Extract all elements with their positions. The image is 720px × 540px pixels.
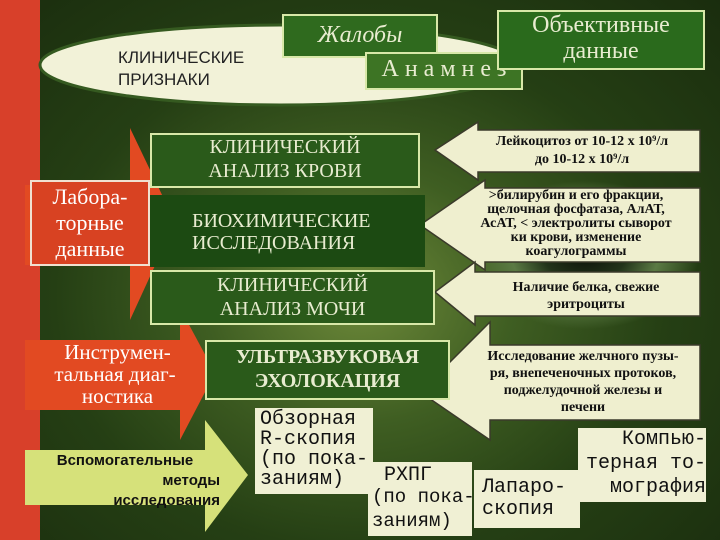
ct-line1: Компью-: [621, 428, 706, 451]
aux-arrow-shape: [25, 420, 248, 532]
bili-line4: ки крови, изменение: [510, 230, 642, 245]
aux-line1: Вспомогательные: [56, 452, 194, 469]
protein-line2: эритроциты: [547, 297, 625, 312]
ercp-line1: РХПГ: [384, 464, 433, 487]
xray-line4: заниям): [260, 468, 345, 491]
leuko-arrow-shape: [433, 120, 701, 182]
lab-line3: данные: [55, 236, 125, 261]
leuko-line1: Лейкоцитоз от 10-12 х 10⁹/л: [495, 134, 669, 149]
bili-line3: АсАТ, < электролиты сыворот: [480, 216, 672, 231]
gall-arrow-shape: [418, 320, 701, 442]
ct-box: [578, 428, 706, 502]
urine-line2: АНАЛИЗ МОЧИ: [219, 298, 366, 320]
lab-line1: Лабора-: [52, 184, 128, 209]
bili-arrow-shape: [418, 178, 701, 272]
ultrasound-line2: ЭХОЛОКАЦИЯ: [254, 370, 401, 392]
lab-line2: торные: [56, 210, 124, 235]
biochem-line2: ИССЛЕДОВАНИЯ: [192, 232, 356, 254]
complaints-label: Жалобы: [317, 22, 403, 48]
biochem-line1: БИОХИМИЧЕСКИЕ: [192, 210, 371, 232]
urine-analysis-box: [150, 270, 435, 325]
blood-analysis-box: [150, 133, 420, 188]
instr-line2: тальная диаг-: [54, 362, 176, 386]
protein-arrow-shape: [433, 260, 701, 327]
complaints-box: [282, 14, 438, 58]
ercp-line3: заниям): [372, 510, 452, 532]
objective-line1: Объективные: [532, 12, 670, 38]
clinical-signs-line1: КЛИНИЧЕСКИЕ: [118, 48, 245, 67]
xray-line3: (по пока-: [260, 448, 369, 471]
ultrasound-box: [205, 340, 450, 400]
laparoscopy-box: [474, 470, 580, 528]
urine-line1: КЛИНИЧЕСКИЙ: [216, 274, 368, 296]
blood-line1: КЛИНИЧЕСКИЙ: [209, 136, 361, 158]
lap-line1: Лапаро-: [482, 476, 567, 499]
objective-line2: данные: [563, 38, 639, 64]
bili-line2: щелочная фосфатаза, АлАТ,: [487, 202, 665, 217]
aux-line2: методы: [162, 472, 220, 489]
xray-box: [255, 408, 373, 494]
objective-box: [497, 10, 705, 70]
bili-line1: >билирубин и его фракции,: [488, 188, 664, 203]
gall-line4: печени: [560, 400, 606, 415]
instr-line1: Инструмен-: [64, 340, 171, 364]
lab-label-box: [30, 180, 150, 266]
ercp-line2: (по пока-: [372, 486, 475, 508]
gall-line1: Исследование желчного пузы-: [487, 349, 679, 364]
blood-line2: АНАЛИЗ КРОВИ: [208, 160, 362, 182]
lap-line2: скопия: [482, 498, 555, 521]
xray-line2: R-скопия: [260, 428, 357, 451]
leuko-line2: до 10-12 х 10⁹/л: [534, 152, 630, 167]
xray-line1: Обзорная: [260, 408, 357, 431]
gall-line2: ря, внепеченочных протоков,: [489, 366, 677, 381]
bili-line5: коагулограммы: [525, 244, 627, 259]
ct-line3: мография: [609, 476, 706, 499]
clinical-signs-line2: ПРИЗНАКИ: [118, 70, 210, 89]
anamnesis-box: [365, 52, 523, 90]
ercp-box: [368, 462, 472, 536]
anamnesis-label: А н а м н е з: [381, 56, 507, 82]
instr-arrow-shape: [25, 308, 215, 440]
protein-line1: Наличие белка, свежие: [512, 280, 660, 295]
gall-line3: поджелудочной железы и: [503, 383, 663, 398]
biochem-box: [150, 195, 425, 267]
ct-line2: терная то-: [585, 452, 706, 475]
instr-line3: ностика: [81, 384, 154, 408]
aux-line3: исследования: [113, 492, 220, 509]
ultrasound-line1: УЛЬТРАЗВУКОВАЯ: [235, 346, 420, 368]
